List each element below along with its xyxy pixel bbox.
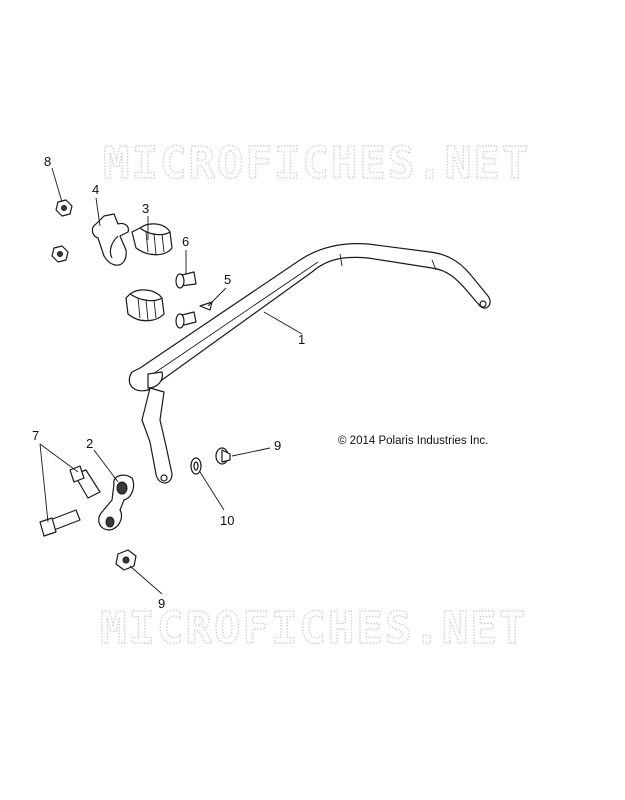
fastener-9 (215, 447, 231, 465)
callout-5: 5 (224, 272, 231, 287)
callout-1: 1 (298, 332, 305, 347)
callout-8: 8 (44, 154, 51, 169)
copyright-notice: © 2014 Polaris Industries Inc. (338, 435, 488, 447)
bolt-7-lower (39, 509, 81, 537)
watermark-top: MICROFICHES.NET (103, 138, 530, 189)
bolt-7-upper (69, 465, 101, 499)
leader-lines (39, 167, 303, 595)
bushing-lower (125, 289, 165, 322)
washer (190, 457, 202, 475)
end-link (98, 474, 135, 531)
callout-10: 10 (220, 513, 234, 528)
callout-2: 2 (86, 436, 93, 451)
callout-3: 3 (142, 201, 149, 216)
stabilizer-bar (128, 243, 491, 484)
nut-middle (51, 245, 69, 263)
callout-7: 7 (32, 428, 39, 443)
nut-bottom (115, 549, 137, 571)
callout-9-lower: 9 (158, 596, 165, 611)
callout-4: 4 (92, 182, 99, 197)
clip (199, 301, 213, 311)
bolt-upper (175, 271, 197, 289)
nut-top (55, 199, 73, 217)
bolt-lower (175, 311, 197, 329)
callout-6: 6 (182, 234, 189, 249)
bushing-upper (131, 223, 173, 256)
clamp (91, 213, 129, 266)
callout-9-upper: 9 (274, 438, 281, 453)
watermark-bottom: MICROFICHES.NET (100, 603, 527, 654)
